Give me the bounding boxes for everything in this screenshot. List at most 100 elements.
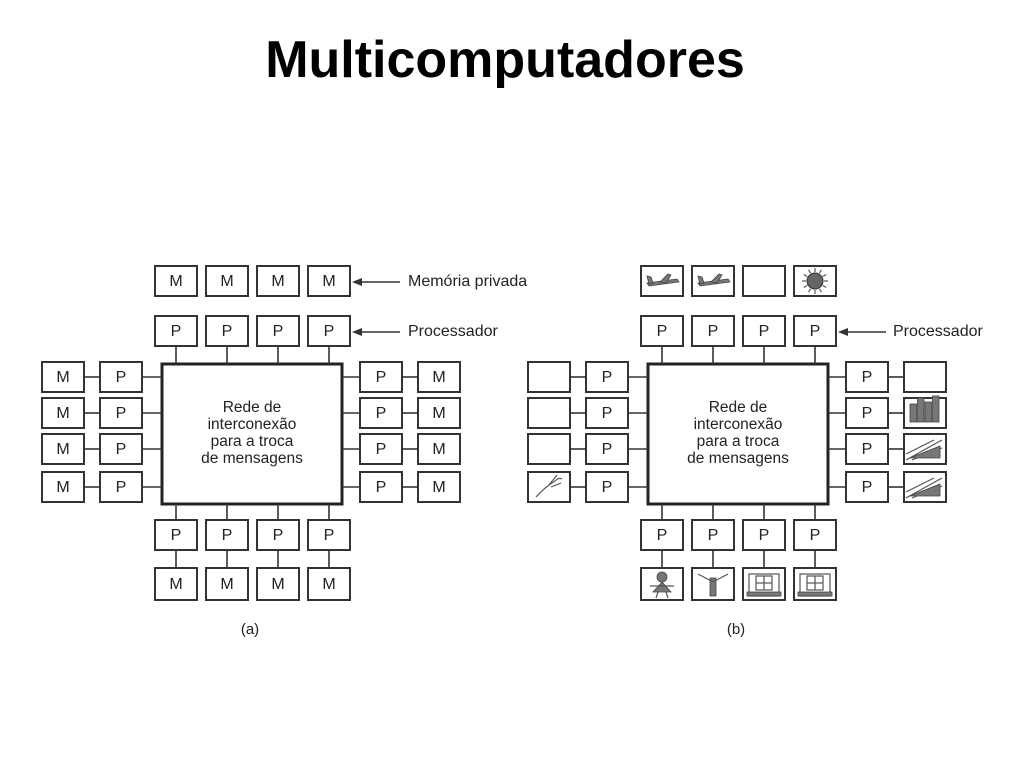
panel-a-left-memory-2-label: M	[56, 441, 69, 458]
panel-b-bottom-memory-1	[691, 567, 735, 601]
panel-a-processor-arrow	[352, 328, 400, 336]
panel-a-right-processor-3-label: P	[376, 479, 387, 496]
panel-a-bottom-processor-2-label: P	[273, 527, 284, 544]
panel-a-top-processor-0-label: P	[171, 323, 182, 340]
panel-b-top-processor-2-label: P	[759, 323, 770, 340]
panel-a-right-processor-2: P	[359, 433, 403, 465]
panel-a-top-memory-1: M	[205, 265, 249, 297]
panel-a-right-memory-0-label: M	[432, 369, 445, 386]
panel-a-right-processor-1: P	[359, 397, 403, 429]
panel-a-right-processor-0-label: P	[376, 369, 387, 386]
panel-a-left-memory-0-label: M	[56, 369, 69, 386]
panel-b-top-processor-3-rect	[793, 315, 837, 347]
panel-b-caption: (b)	[727, 621, 745, 638]
panel-b-top-memory-1	[691, 265, 735, 297]
panel-a-left-memory-3-rect	[41, 471, 85, 503]
panel-a-bottom-memory-0-rect	[154, 567, 198, 601]
panel-a-bottom-memory-3-label: M	[322, 576, 335, 593]
panel-b-bottom-memory-2	[742, 567, 786, 601]
panel-a-right-memory-1-rect	[417, 397, 461, 429]
panel-b-bottom-processor-2: P	[742, 519, 786, 551]
panel-b-top-processor-3-label: P	[810, 323, 821, 340]
panel-a-right-memory-0-rect	[417, 361, 461, 393]
panel-a-network-text-0: Rede de	[223, 399, 282, 416]
panel-a-right-memory-0: M	[417, 361, 461, 393]
panel-a-left-processor-3-label: P	[116, 479, 127, 496]
panel-a-bottom-processor-1-rect	[205, 519, 249, 551]
panel-b-left-memory-2-rect	[527, 433, 571, 465]
girl-icon	[650, 571, 674, 599]
panel-a-right-processor-3-rect	[359, 471, 403, 503]
panel-a-left-processor-2-label: P	[116, 441, 127, 458]
panel-a-network-text-2: para a troca	[211, 433, 294, 450]
panel-b-left-processor-1-rect	[585, 397, 629, 429]
panel-a-bottom-memory-0: M	[154, 567, 198, 601]
roof-icon	[905, 477, 943, 499]
panel-b-left-processor-1-label: P	[602, 405, 613, 422]
panel-b-right-processor-1: P	[845, 397, 889, 429]
panel-a-top-processor-2: P	[256, 315, 300, 347]
panel-b-bottom-processor-3-rect	[793, 519, 837, 551]
panel-b-bottom-memory-0	[640, 567, 684, 601]
city-icon	[909, 395, 940, 423]
panel-a-left-memory-1-label: M	[56, 405, 69, 422]
panel-b-top-processor-1-label: P	[708, 323, 719, 340]
panel-b-right-processor-1-label: P	[862, 405, 873, 422]
panel-a-top-processor-1: P	[205, 315, 249, 347]
panel-a-bottom-processor-3: P	[307, 519, 351, 551]
panel-b-callout-processor: Processador	[893, 323, 983, 340]
panel-a-left-processor-3: P	[99, 471, 143, 503]
sun-icon	[802, 268, 828, 294]
panel-b-top-memory-2	[742, 265, 786, 297]
panel-b-network-box	[646, 362, 830, 506]
panel-b-left-processor-2-label: P	[602, 441, 613, 458]
panel-a-top-memory-3: M	[307, 265, 351, 297]
panel-a-top-processor-3-label: P	[324, 323, 335, 340]
panel-b-left-memory-0	[527, 361, 571, 393]
panel-a-left-processor-2-rect	[99, 433, 143, 465]
panel-a-left-processor-2: P	[99, 433, 143, 465]
page-title: Multicomputadores	[265, 31, 745, 89]
panel-a-top-processor-3: P	[307, 315, 351, 347]
panel-a-right-memory-3-label: M	[432, 479, 445, 496]
panel-b-top-memory-2-rect	[742, 265, 786, 297]
bird-icon	[535, 474, 563, 498]
panel-a-top-memory-0-rect	[154, 265, 198, 297]
panel-a-right-memory-3: M	[417, 471, 461, 503]
panel-a-right-processor-2-label: P	[376, 441, 387, 458]
panel-b-right-memory-0	[903, 361, 947, 393]
panel-b-network-text-1: interconexão	[694, 416, 783, 433]
panel-b-right-processor-3: P	[845, 471, 889, 503]
panel-a-bottom-memory-2: M	[256, 567, 300, 601]
panel-a-network-text-3: de mensagens	[201, 450, 303, 467]
panel-b-top-processor-1: P	[691, 315, 735, 347]
panel-b-left-processor-2: P	[585, 433, 629, 465]
panel-b-top-memory-0	[640, 265, 684, 297]
panel-a-right-memory-1: M	[417, 397, 461, 429]
tree-icon	[697, 573, 729, 597]
panel-b-right-processor-0-label: P	[862, 369, 873, 386]
panel-b-left-processor-1: P	[585, 397, 629, 429]
panel-a-bottom-processor-1-label: P	[222, 527, 233, 544]
panel-a-top-processor-1-label: P	[222, 323, 233, 340]
panel-b-bottom-processor-2-rect	[742, 519, 786, 551]
panel-a-right-processor-2-rect	[359, 433, 403, 465]
panel-b-bottom-processor-1-rect	[691, 519, 735, 551]
panel-a-bottom-memory-1-rect	[205, 567, 249, 601]
panel-b-right-memory-1	[903, 395, 947, 429]
panel-b-left-processor-3-rect	[585, 471, 629, 503]
panel-a-top-processor-2-rect	[256, 315, 300, 347]
panel-b-right-processor-0-rect	[845, 361, 889, 393]
panel-b-top-processor-2: P	[742, 315, 786, 347]
panel-a-top-memory-2: M	[256, 265, 300, 297]
panel-b-right-processor-1-rect	[845, 397, 889, 429]
panel-b-left-processor-3-label: P	[602, 479, 613, 496]
panel-a-network-box	[160, 362, 344, 506]
panel-a-top-memory-3-label: M	[322, 273, 335, 290]
panel-b-left-processor-0-label: P	[602, 369, 613, 386]
panel-b-bottom-processor-2-label: P	[759, 527, 770, 544]
house-icon	[797, 573, 833, 597]
panel-b-left-memory-1	[527, 397, 571, 429]
